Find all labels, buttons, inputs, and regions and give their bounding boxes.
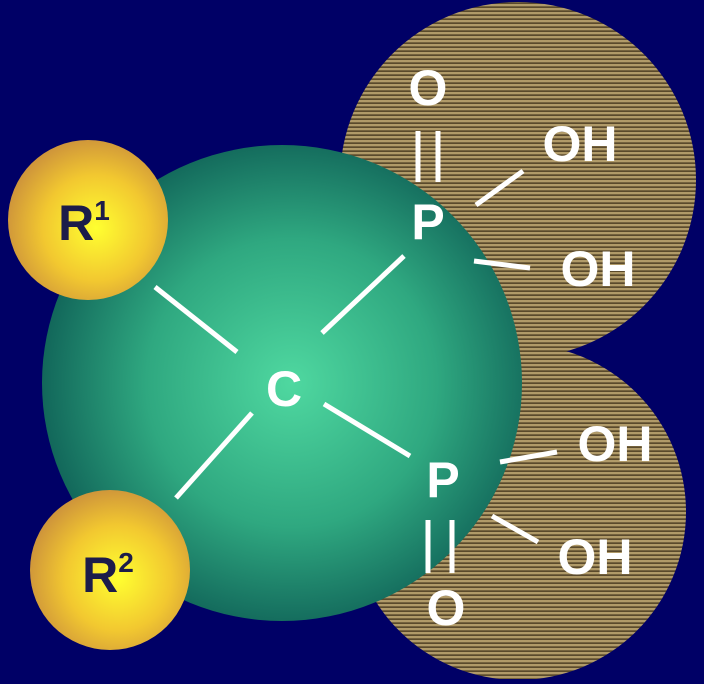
- atom-o-top: O: [409, 60, 448, 116]
- substituent-label-r2: R2: [82, 547, 134, 603]
- double-bond-p-o-bottom: [425, 520, 455, 573]
- bond-p-bottom-oh-2: [490, 513, 540, 545]
- hydroxyl-bottom-1: OH: [578, 416, 653, 472]
- double-bond-p-o-top: [415, 131, 441, 182]
- bond-p-top-oh-1: [474, 168, 525, 208]
- bond-c-p-top: [320, 254, 406, 335]
- atom-p-bottom: P: [426, 452, 459, 508]
- bond-p-bottom-oh-1: [499, 449, 558, 465]
- substituent-label-r1: R1: [58, 195, 110, 251]
- hydroxyl-bottom-2: OH: [558, 529, 633, 585]
- hydroxyl-top-2: OH: [561, 241, 636, 297]
- central-carbon-sphere: [42, 145, 522, 621]
- hydroxyl-top-1: OH: [543, 116, 618, 172]
- bond-c-r1: [153, 285, 239, 354]
- bond-p-top-oh-2: [473, 258, 531, 271]
- atom-p-top: P: [411, 194, 444, 250]
- bond-c-r2: [174, 411, 254, 500]
- bonds: [153, 131, 558, 573]
- substituent-sphere-r1: [8, 140, 168, 300]
- substituent-sphere-r2: [30, 490, 190, 650]
- atom-carbon: C: [266, 361, 302, 417]
- bond-c-p-bottom: [322, 401, 412, 459]
- atom-o-bottom: O: [427, 580, 466, 636]
